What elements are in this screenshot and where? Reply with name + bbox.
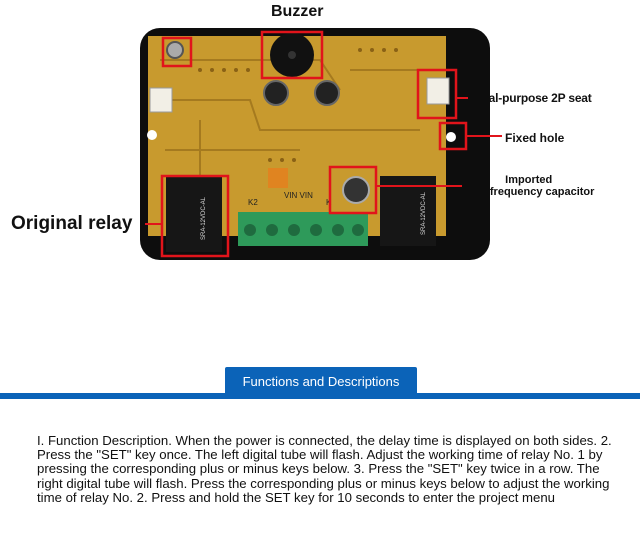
imported-capacitor-label: Imported high-frequency capacitor	[463, 174, 594, 198]
buzzer-label: Buzzer	[271, 3, 324, 20]
pcb-traces	[160, 59, 430, 175]
pointer-lines	[145, 97, 502, 225]
pcb-pads	[198, 48, 398, 162]
functions-tab: Functions and Descriptions	[225, 367, 417, 395]
terminal-screws	[244, 224, 364, 236]
seat-highlight	[416, 68, 458, 120]
right-2p-seat	[426, 77, 450, 105]
circuit-board-photo: SRA-12VDC-AL SRA-12VDC-AL K2 VIN VIN K	[140, 28, 502, 260]
terminal-block	[238, 212, 368, 246]
capacitor-1	[263, 80, 289, 106]
original-relay-label: Original relay	[11, 213, 133, 234]
relay-left-text: SRA-12VDC-AL	[201, 196, 207, 240]
relay-left	[166, 176, 222, 252]
capacitor-2	[314, 80, 340, 106]
fixed-hole-left	[147, 130, 157, 140]
imported-line-1: Imported	[505, 174, 553, 186]
relay-highlight	[160, 174, 230, 258]
fixed-hole-label: Fixed hole	[505, 131, 565, 145]
imported-capacitor	[342, 176, 370, 204]
screw-icon	[166, 41, 184, 59]
board-k2: K2	[248, 198, 258, 207]
capacitor-highlight	[328, 165, 378, 215]
buzzer-highlight	[260, 30, 324, 80]
function-description: I. Function Description. When the power …	[37, 433, 612, 505]
section-band	[0, 393, 640, 399]
imported-line-2: high-frequency capacitor	[463, 186, 595, 198]
left-2p-seat	[149, 87, 173, 113]
screw-highlight	[161, 36, 193, 68]
led-block	[268, 168, 288, 188]
board-vin: VIN VIN	[284, 191, 313, 200]
relay-right	[380, 176, 436, 246]
relay-right-text: SRA-12VDC-AL	[421, 191, 427, 235]
fixed-hole-right	[446, 132, 456, 142]
highlight-boxes	[160, 30, 468, 258]
